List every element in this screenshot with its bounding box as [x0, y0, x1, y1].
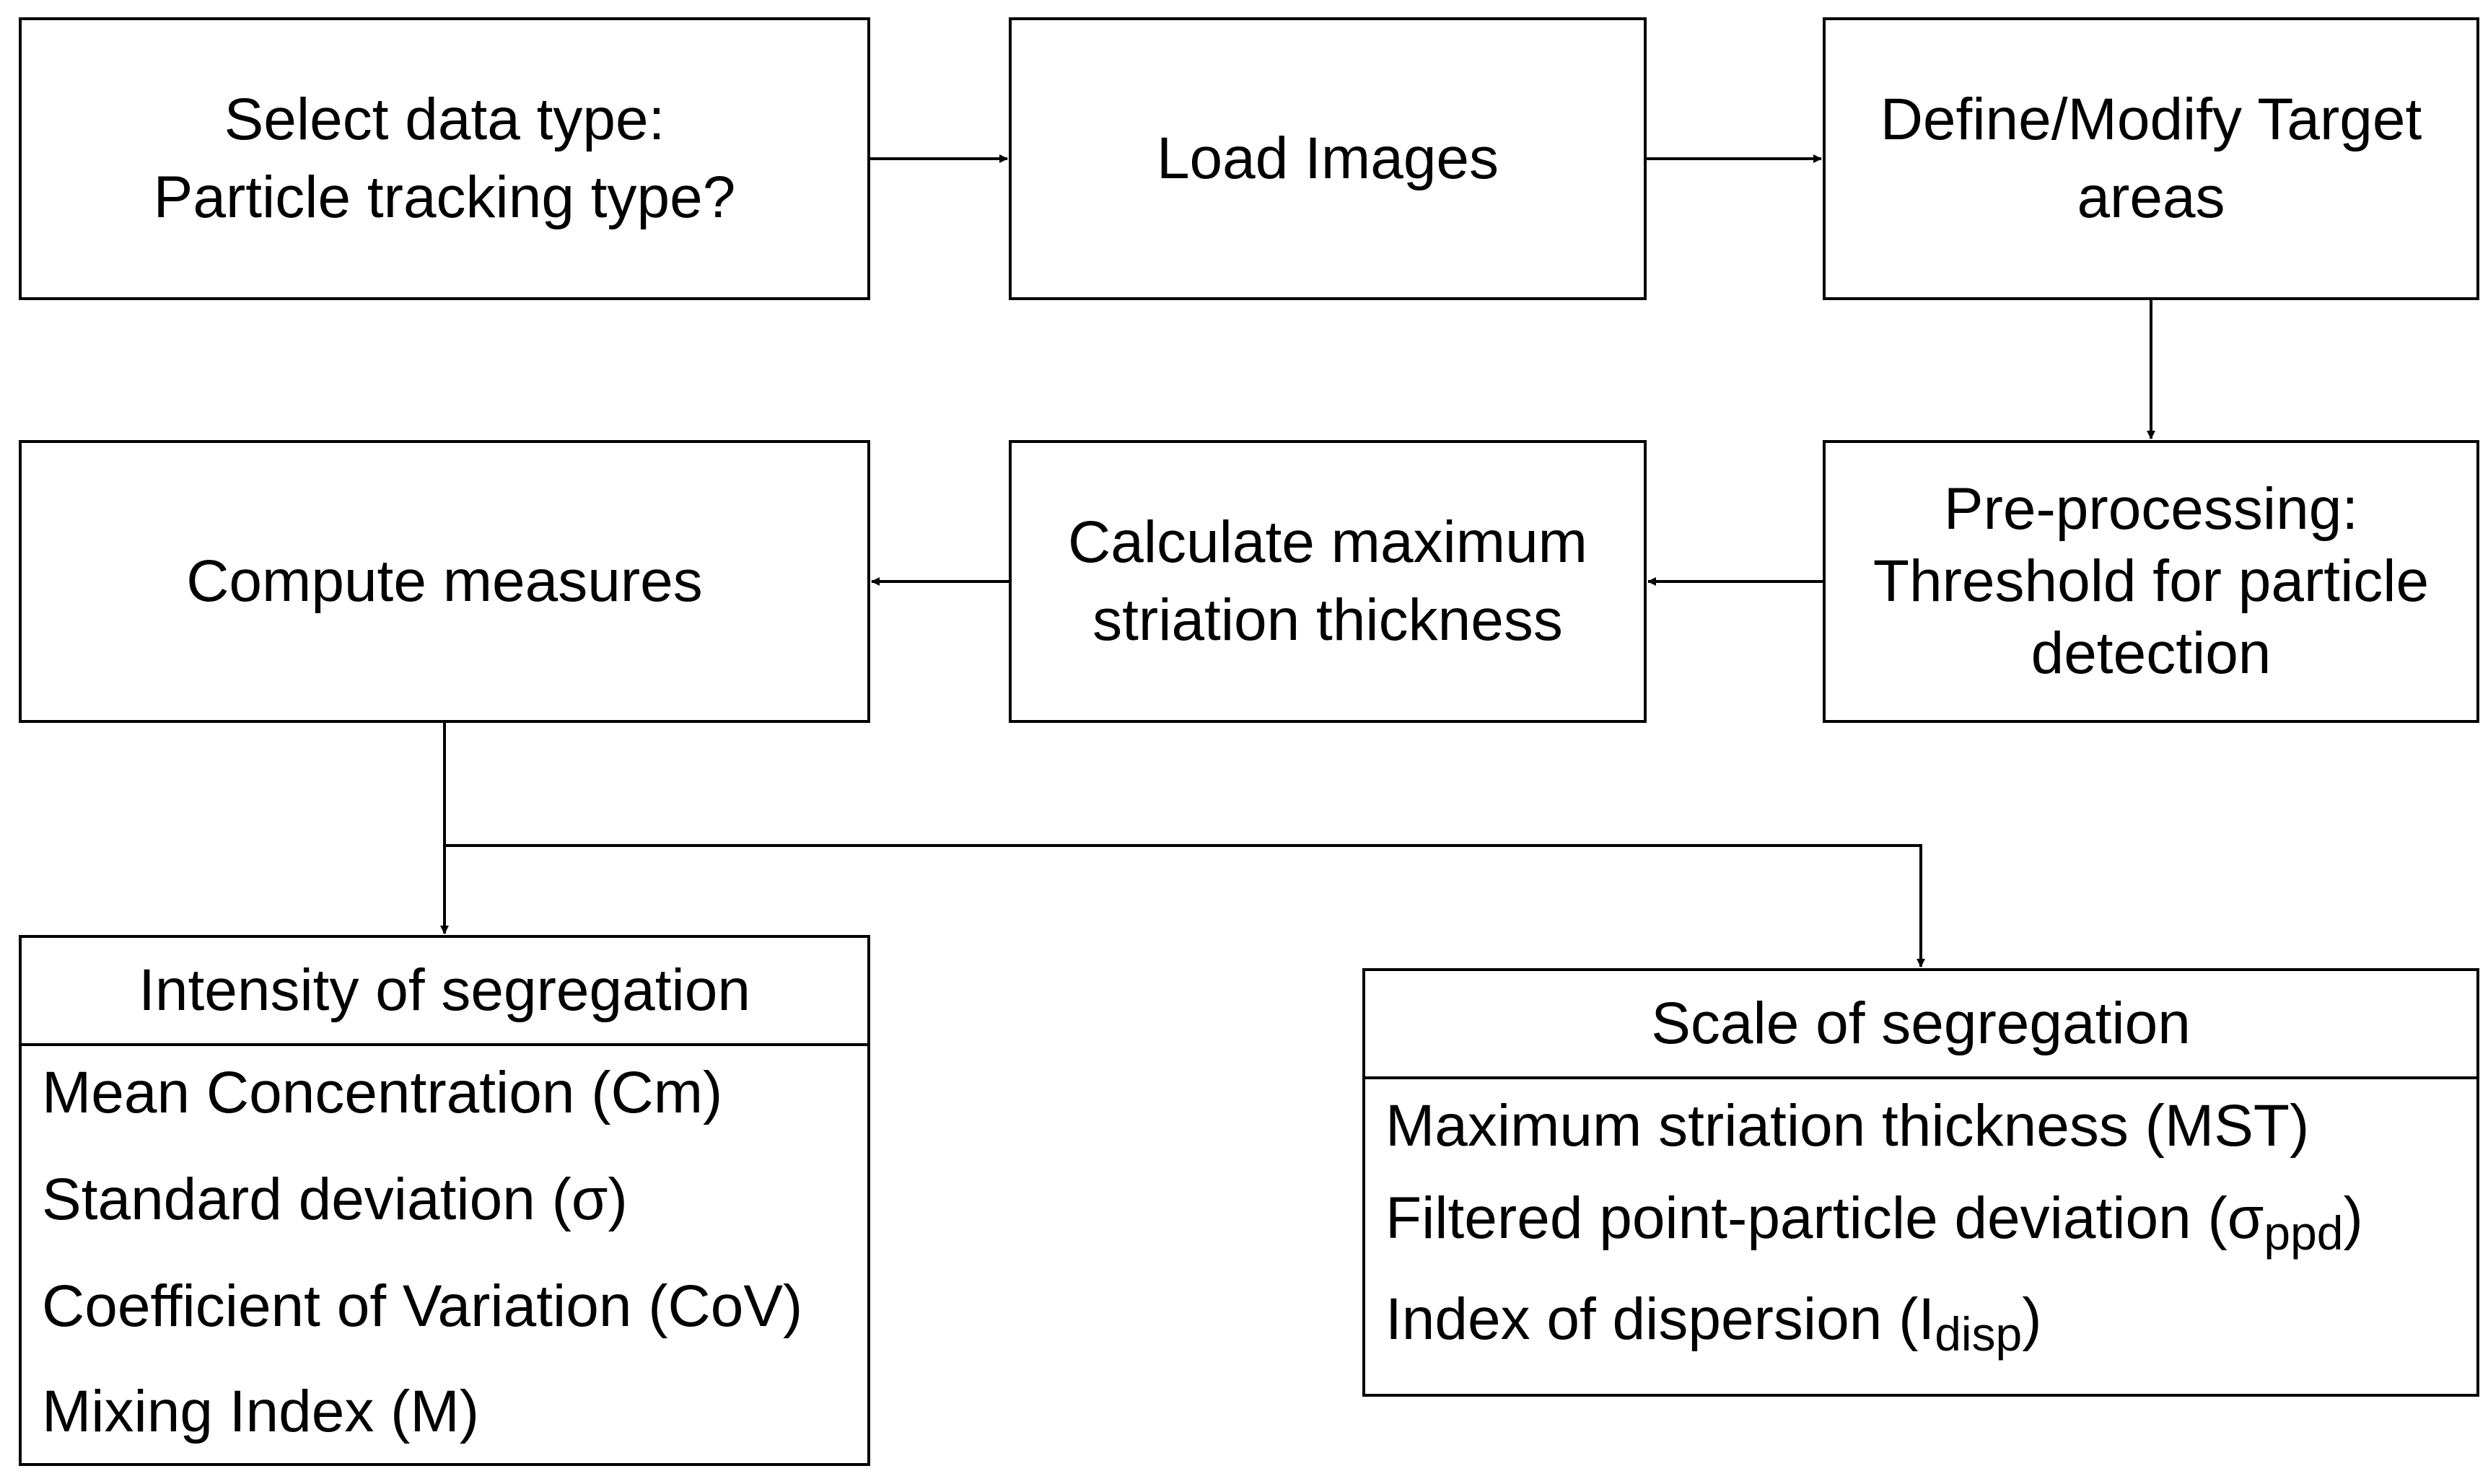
scale-item-mst: Maximum striation thickness (MST)	[1385, 1092, 2309, 1160]
step-label-line: Threshold for particle	[1872, 548, 2430, 614]
measure-label: Mixing Index (M)	[42, 1379, 480, 1444]
step-define-target-areas: Define/Modify Target areas	[1823, 17, 2479, 300]
measure-label: Index of dispersion (I	[1385, 1286, 1935, 1352]
measure-label: Filtered point-particle deviation (σ	[1385, 1185, 2264, 1251]
step-label-line: striation thickness	[1092, 587, 1563, 653]
step-label-line: Pre-processing:	[1943, 476, 2359, 542]
step-label-line: areas	[2077, 164, 2225, 230]
measure-subscript: ppd	[2264, 1206, 2344, 1260]
step-label-line: Compute measures	[186, 548, 703, 614]
intensity-title: Intensity of segregation	[22, 938, 867, 1046]
intensity-item-coefficient-of-variation: Coefficient of Variation (CoV)	[42, 1273, 802, 1340]
step-calculate-mst: Calculate maximum striation thickness	[1009, 440, 1647, 723]
step-label-line: Define/Modify Target	[1880, 87, 2422, 152]
step-label-line: detection	[2031, 620, 2272, 686]
step-label-line: Calculate maximum	[1068, 509, 1587, 575]
step-label-line: Select data type:	[224, 87, 665, 152]
scale-title: Scale of segregation	[1365, 971, 2476, 1079]
intensity-of-segregation-box: Intensity of segregation Mean Concentrat…	[19, 935, 870, 1466]
scale-item-index-of-dispersion: Index of dispersion (Idisp)	[1385, 1286, 2042, 1358]
intensity-item-mean-concentration: Mean Concentration (Cm)	[42, 1059, 722, 1127]
intensity-item-standard-deviation: Standard deviation (σ)	[42, 1166, 628, 1234]
arrow-branch-to-scale	[444, 844, 1925, 967]
step-select-data-type: Select data type: Particle tracking type…	[19, 17, 870, 300]
intensity-item-mixing-index: Mixing Index (M)	[42, 1378, 479, 1446]
step-preprocessing: Pre-processing: Threshold for particle d…	[1823, 440, 2479, 723]
measure-suffix: )	[2343, 1185, 2363, 1251]
measure-label: Coefficient of Variation (CoV)	[42, 1273, 803, 1339]
step-label-line: Load Images	[1156, 126, 1499, 191]
step-load-images: Load Images	[1009, 17, 1647, 300]
measure-subscript: disp	[1935, 1307, 2023, 1361]
scale-item-filtered-point-particle-deviation: Filtered point-particle deviation (σppd)	[1385, 1185, 2363, 1257]
step-compute-measures: Compute measures	[19, 440, 870, 723]
measure-label: Mean Concentration (Cm)	[42, 1060, 723, 1125]
measure-suffix: )	[2022, 1286, 2042, 1352]
measure-label: Standard deviation (σ)	[42, 1167, 628, 1232]
scale-of-segregation-box: Scale of segregation Maximum striation t…	[1362, 968, 2479, 1397]
measure-label: Maximum striation thickness (MST)	[1385, 1093, 2310, 1159]
step-label-line: Particle tracking type?	[153, 164, 736, 230]
